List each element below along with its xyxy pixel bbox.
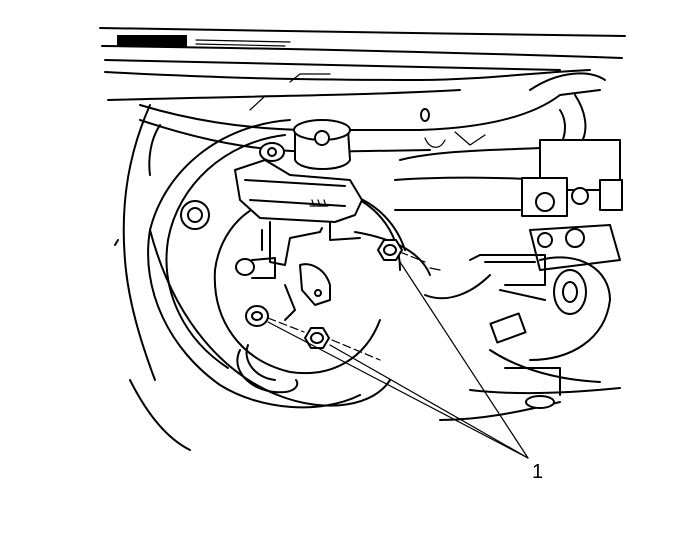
stud-centerlines: [267, 251, 426, 361]
booster-studs: [235, 257, 331, 321]
brake-lines: [354, 231, 531, 300]
callout-leader-lines: [267, 261, 529, 459]
master-cylinder: [234, 119, 363, 266]
retaining-nut-upper: [377, 239, 403, 261]
retaining-nut-lower-left: [245, 305, 269, 327]
retaining-nut-lower-right: [304, 327, 330, 349]
hood-hatch-marks: [117, 35, 291, 47]
wiring-harness: [521, 72, 623, 271]
strut-tower: [439, 254, 621, 421]
fender-panel: [114, 104, 191, 451]
callout-number-1: 1: [532, 461, 544, 483]
brake-booster: [147, 119, 406, 409]
